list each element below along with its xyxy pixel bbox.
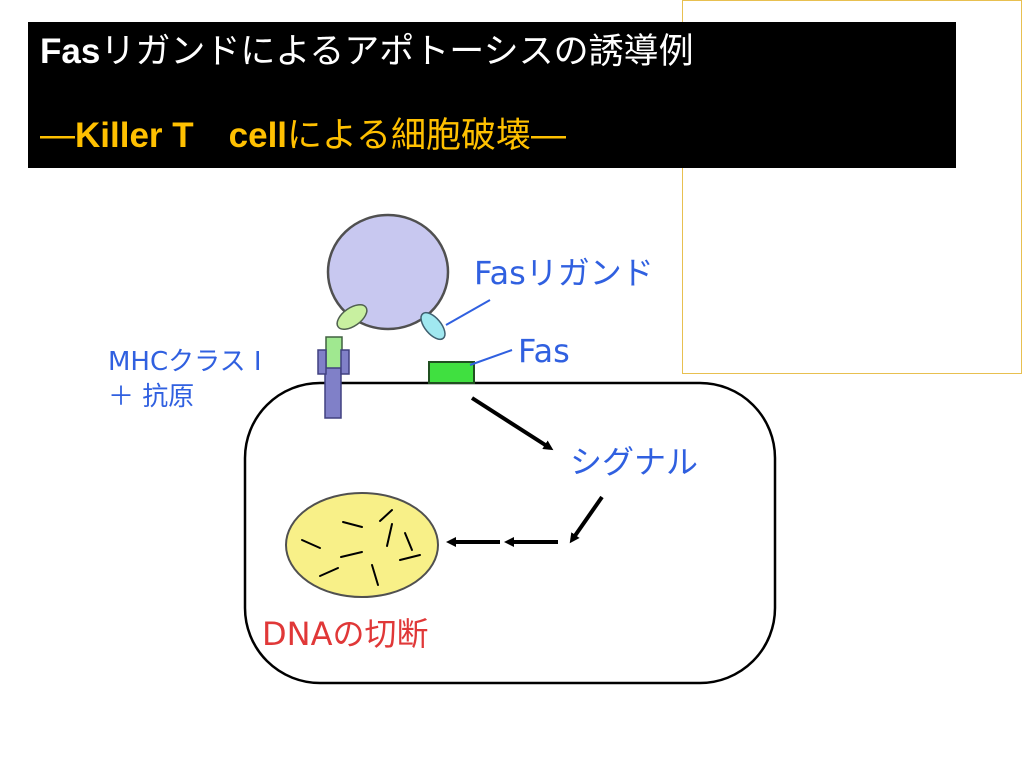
- title-line-1-text: リガンドによるアポトーシスの誘導例: [100, 32, 694, 72]
- title-line-2-text: による細胞破壊―: [287, 116, 566, 156]
- title-fas-word: Fas: [40, 32, 101, 71]
- mhc-receptor-side-left: [317, 349, 327, 375]
- signal-arrow: [470, 396, 554, 451]
- mhc-label-line1: MHCクラス I: [108, 347, 262, 377]
- title-banner: Fasリガンドによるアポトーシスの誘導例 ―Killer T cellによる細胞…: [28, 22, 956, 168]
- title-line-2: ―Killer T cellによる細胞破壊―: [40, 116, 566, 156]
- title-dash-start: ―: [40, 116, 75, 156]
- dna-cleavage-label: DNAの切断: [262, 615, 428, 653]
- title-line-1: Fasリガンドによるアポトーシスの誘導例: [40, 32, 694, 72]
- mhc-receptor-side-right: [340, 349, 350, 375]
- tcr-ligand-green: [336, 304, 368, 330]
- mhc-receptor-stem: [324, 367, 342, 419]
- mhc-label-line2: ＋ 抗原: [108, 382, 194, 412]
- fas-leader-line: [469, 349, 513, 366]
- signal-label: シグナル: [570, 443, 698, 481]
- signal-to-nucleus-arrow: [569, 495, 604, 544]
- fas-ligand-leader-line: [445, 299, 491, 326]
- killer-t-cell: [326, 213, 450, 331]
- fas-ligand-label: Fasリガンド: [474, 254, 654, 292]
- fas-label: Fas: [518, 332, 570, 370]
- fas-ligand: [420, 311, 446, 341]
- target-cell-membrane: [243, 381, 777, 685]
- fas-receptor: [428, 361, 475, 384]
- mhc-receptor-top: [325, 336, 343, 370]
- nucleus: [285, 492, 439, 598]
- dna-fragments: [301, 509, 421, 586]
- title-killer-t-cell: Killer T cell: [75, 116, 288, 155]
